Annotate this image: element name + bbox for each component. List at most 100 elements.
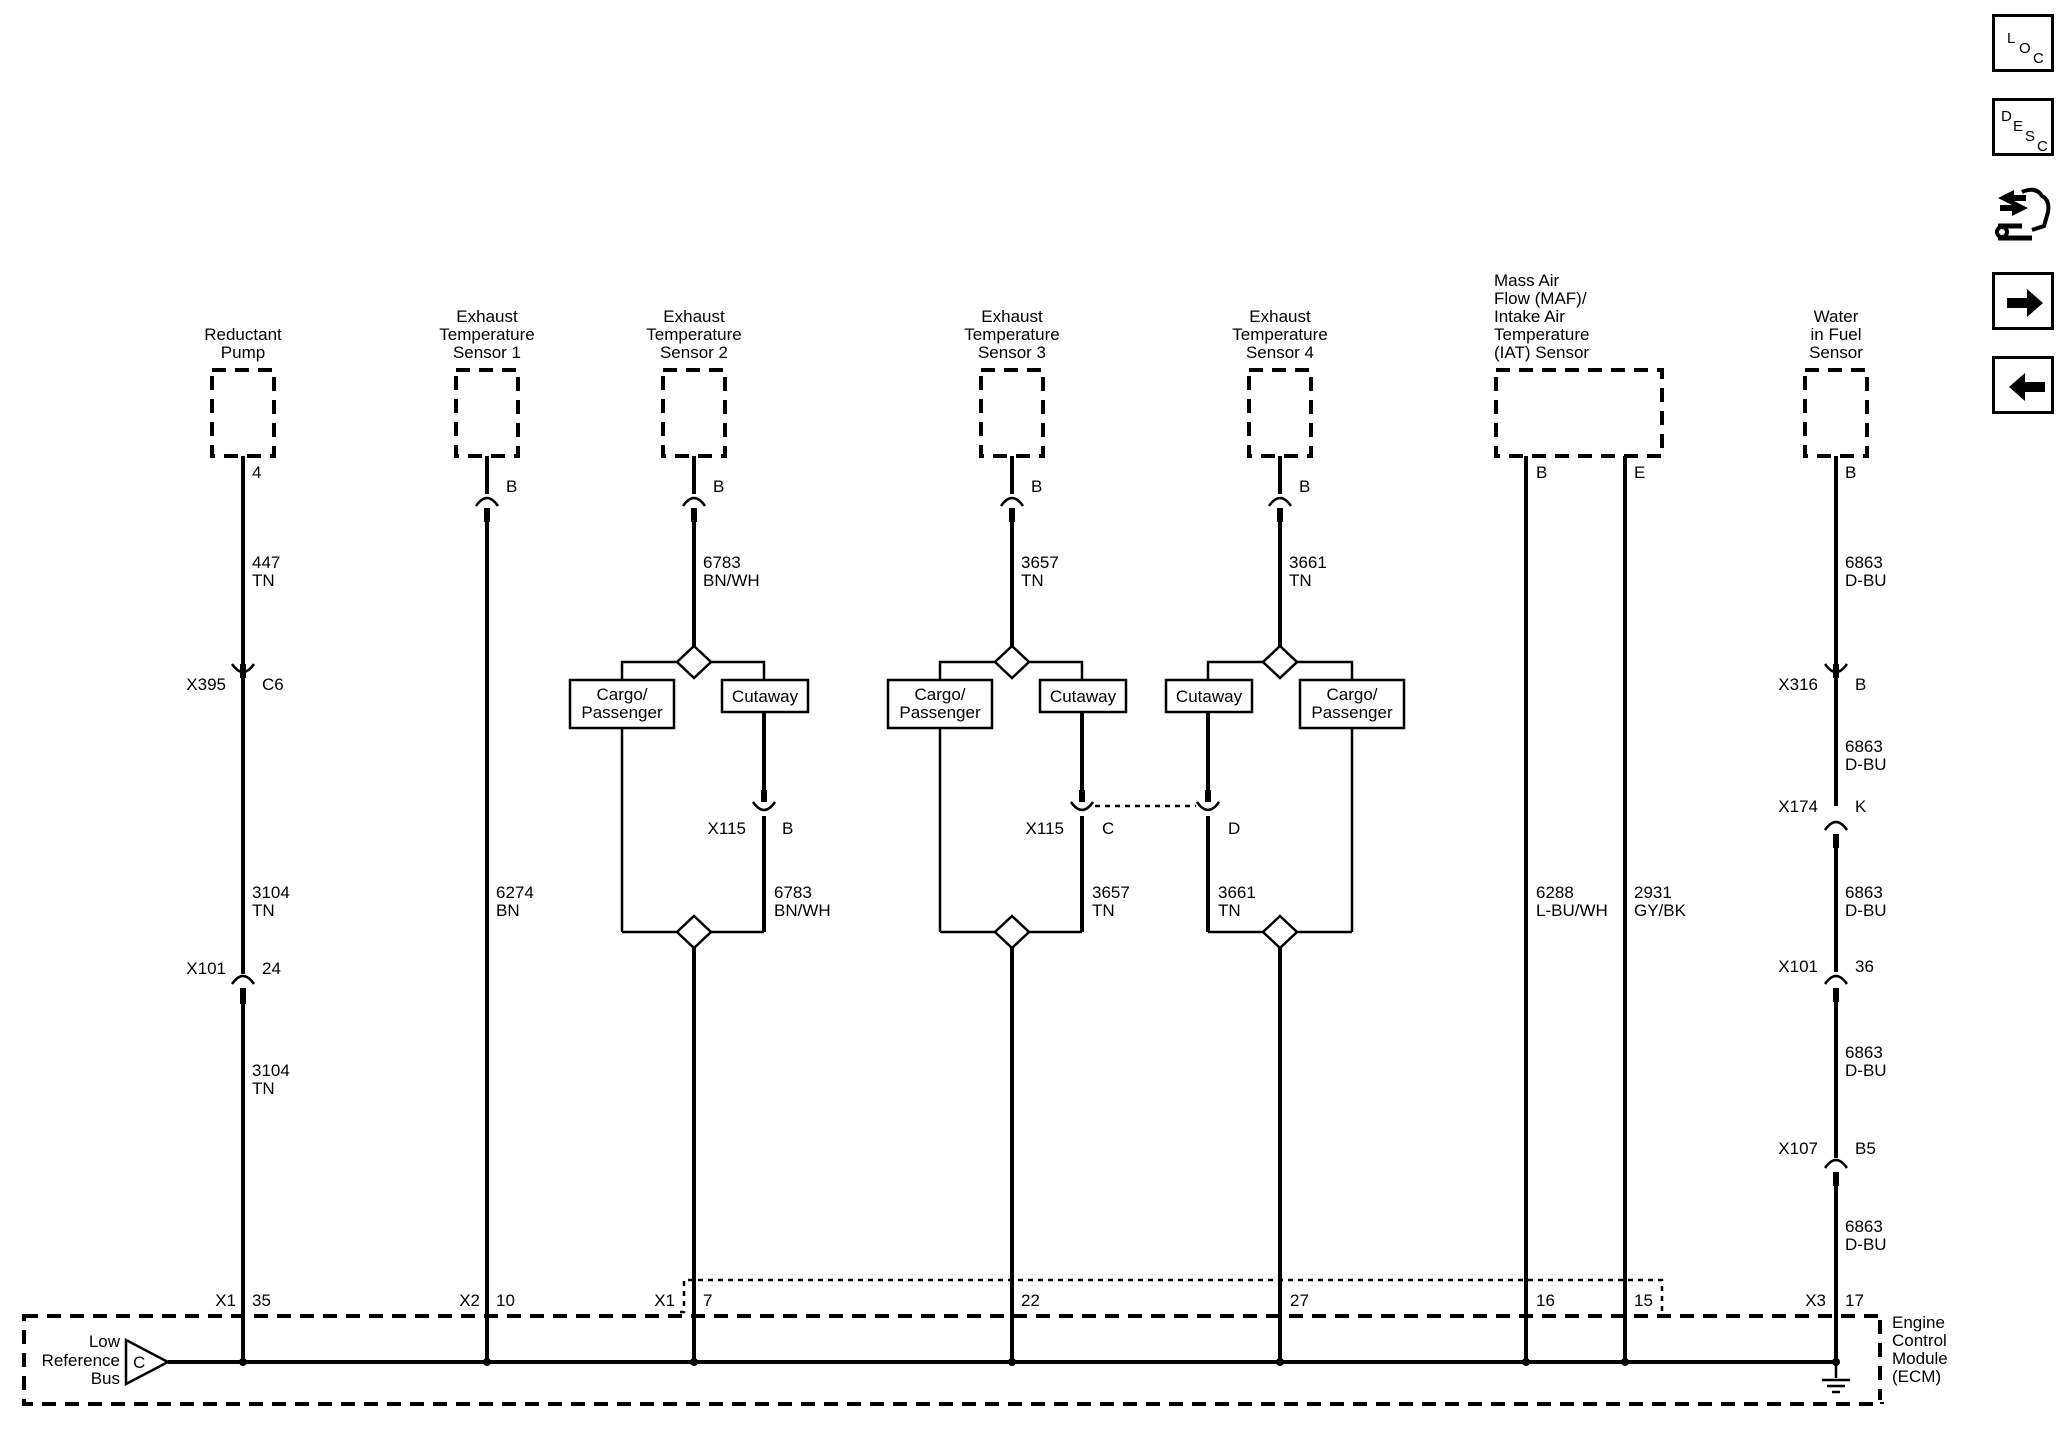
svg-text:7: 7 — [703, 1291, 712, 1310]
svg-text:X395: X395 — [186, 675, 226, 694]
svg-text:4: 4 — [252, 463, 261, 482]
svg-text:X174: X174 — [1778, 797, 1818, 816]
svg-text:Pump: Pump — [221, 343, 265, 362]
svg-text:S: S — [2025, 128, 2035, 145]
ecm-label: Engine — [1892, 1313, 1945, 1332]
svg-text:B: B — [1031, 477, 1042, 496]
svg-text:B: B — [506, 477, 517, 496]
connector-x101-a — [230, 974, 256, 1004]
svg-text:C6: C6 — [262, 675, 284, 694]
svg-text:BN/WH: BN/WH — [774, 901, 831, 920]
ecm-pin-27: 27 — [1290, 1291, 1309, 1310]
svg-text:6863: 6863 — [1845, 1043, 1883, 1062]
svg-text:3661: 3661 — [1289, 553, 1327, 572]
svg-text:Mass Air: Mass Air — [1494, 271, 1560, 290]
svg-text:D-BU: D-BU — [1845, 571, 1887, 590]
svg-text:Cargo/: Cargo/ — [914, 685, 965, 704]
ecm-outline — [22, 1314, 1884, 1406]
diagnostic-button[interactable] — [1992, 182, 2054, 252]
svg-text:C: C — [1102, 819, 1114, 838]
svg-text:Sensor 4: Sensor 4 — [1246, 343, 1314, 362]
svg-text:Sensor: Sensor — [1809, 343, 1863, 362]
svg-text:TN: TN — [1218, 901, 1241, 920]
svg-text:TN: TN — [252, 571, 275, 590]
svg-text:35: 35 — [252, 1291, 271, 1310]
svg-text:B: B — [713, 477, 724, 496]
svg-text:10: 10 — [496, 1291, 515, 1310]
svg-text:GY/BK: GY/BK — [1634, 901, 1687, 920]
splice-diamond — [675, 644, 713, 680]
svg-text:6783: 6783 — [774, 883, 812, 902]
svg-text:BN/WH: BN/WH — [703, 571, 760, 590]
svg-text:TN: TN — [252, 1079, 275, 1098]
svg-text:Temperature: Temperature — [646, 325, 741, 344]
exhaust-temp-sensor-2: Exhaust Temperature Sensor 2 — [646, 307, 742, 458]
svg-text:L-BU/WH: L-BU/WH — [1536, 901, 1608, 920]
svg-text:Exhaust: Exhaust — [456, 307, 518, 326]
svg-text:K: K — [1855, 797, 1867, 816]
option-box-cargo — [1298, 678, 1406, 730]
next-button[interactable] — [1992, 272, 2054, 330]
bus-triangle — [124, 1337, 171, 1387]
ecm-pin-22: 22 — [1021, 1291, 1040, 1310]
svg-text:Cargo/: Cargo/ — [596, 685, 647, 704]
svg-text:B: B — [1536, 463, 1547, 482]
svg-text:D: D — [2001, 108, 2012, 125]
ecm-pin-x1-7: X1 — [654, 1291, 675, 1310]
svg-text:(IAT) Sensor: (IAT) Sensor — [1494, 343, 1589, 362]
ecm-pin-x2-10: X2 — [459, 1291, 480, 1310]
svg-text:TN: TN — [1289, 571, 1312, 590]
location-button[interactable]: L O C — [1992, 14, 2054, 72]
svg-text:Bus: Bus — [91, 1369, 120, 1388]
svg-text:X101: X101 — [186, 959, 226, 978]
svg-text:Flow (MAF)/: Flow (MAF)/ — [1494, 289, 1587, 308]
svg-text:3104: 3104 — [252, 1061, 290, 1080]
svg-text:Water: Water — [1814, 307, 1859, 326]
location-icon: L O C — [2007, 30, 2044, 67]
exhaust-temp-sensor-3: Exhaust Temperature Sensor 3 — [964, 307, 1060, 458]
svg-text:TN: TN — [252, 901, 275, 920]
previous-button[interactable] — [1992, 356, 2054, 414]
svg-text:Cutaway: Cutaway — [732, 687, 799, 706]
svg-text:in Fuel: in Fuel — [1810, 325, 1861, 344]
svg-text:3657: 3657 — [1021, 553, 1059, 572]
svg-text:X101: X101 — [1778, 957, 1818, 976]
ecm-pin-16: 16 — [1536, 1291, 1555, 1310]
svg-text:X107: X107 — [1778, 1139, 1818, 1158]
wrench-car-icon — [1995, 187, 2051, 241]
svg-text:O: O — [2019, 40, 2031, 57]
maf-iat-sensor: Mass Air Flow (MAF)/ Intake Air Temperat… — [1494, 271, 1664, 458]
svg-text:Sensor 3: Sensor 3 — [978, 343, 1046, 362]
x1-connector-group — [680, 1278, 1664, 1314]
arrow-left-icon — [2009, 373, 2045, 401]
svg-text:X316: X316 — [1778, 675, 1818, 694]
svg-text:3657: 3657 — [1092, 883, 1130, 902]
svg-text:BN: BN — [496, 901, 520, 920]
svg-text:Sensor 1: Sensor 1 — [453, 343, 521, 362]
svg-text:X115: X115 — [1026, 819, 1064, 838]
svg-text:Reductant: Reductant — [204, 325, 282, 344]
exhaust-temp-sensor-1: Exhaust Temperature Sensor 1 — [439, 307, 535, 458]
water-in-fuel-sensor: Water in Fuel Sensor — [1803, 307, 1869, 458]
svg-text:Cutaway: Cutaway — [1050, 687, 1117, 706]
arrow-right-icon — [2007, 289, 2043, 317]
description-button[interactable]: D E S C — [1992, 98, 2054, 156]
svg-text:Passenger: Passenger — [1311, 703, 1393, 722]
svg-text:6863: 6863 — [1845, 553, 1883, 572]
description-icon: D E S C — [2001, 108, 2048, 155]
option-box-cargo — [568, 678, 676, 730]
svg-text:Module: Module — [1892, 1349, 1948, 1368]
svg-text:D-BU: D-BU — [1845, 1061, 1887, 1080]
svg-text:6863: 6863 — [1845, 1217, 1883, 1236]
svg-text:3104: 3104 — [252, 883, 290, 902]
ground-icon — [1822, 1362, 1850, 1394]
exhaust-temp-sensor-4: Exhaust Temperature Sensor 4 — [1232, 307, 1328, 458]
svg-text:Cutaway: Cutaway — [1176, 687, 1243, 706]
wire-label: 447 — [252, 553, 280, 572]
bus-label: Low — [89, 1332, 121, 1351]
svg-text:Temperature: Temperature — [439, 325, 534, 344]
svg-text:TN: TN — [1092, 901, 1115, 920]
svg-text:Passenger: Passenger — [899, 703, 981, 722]
wiring-schematic: Engine Control Module (ECM) Low Referenc… — [22, 271, 1948, 1406]
svg-text:6863: 6863 — [1845, 883, 1883, 902]
